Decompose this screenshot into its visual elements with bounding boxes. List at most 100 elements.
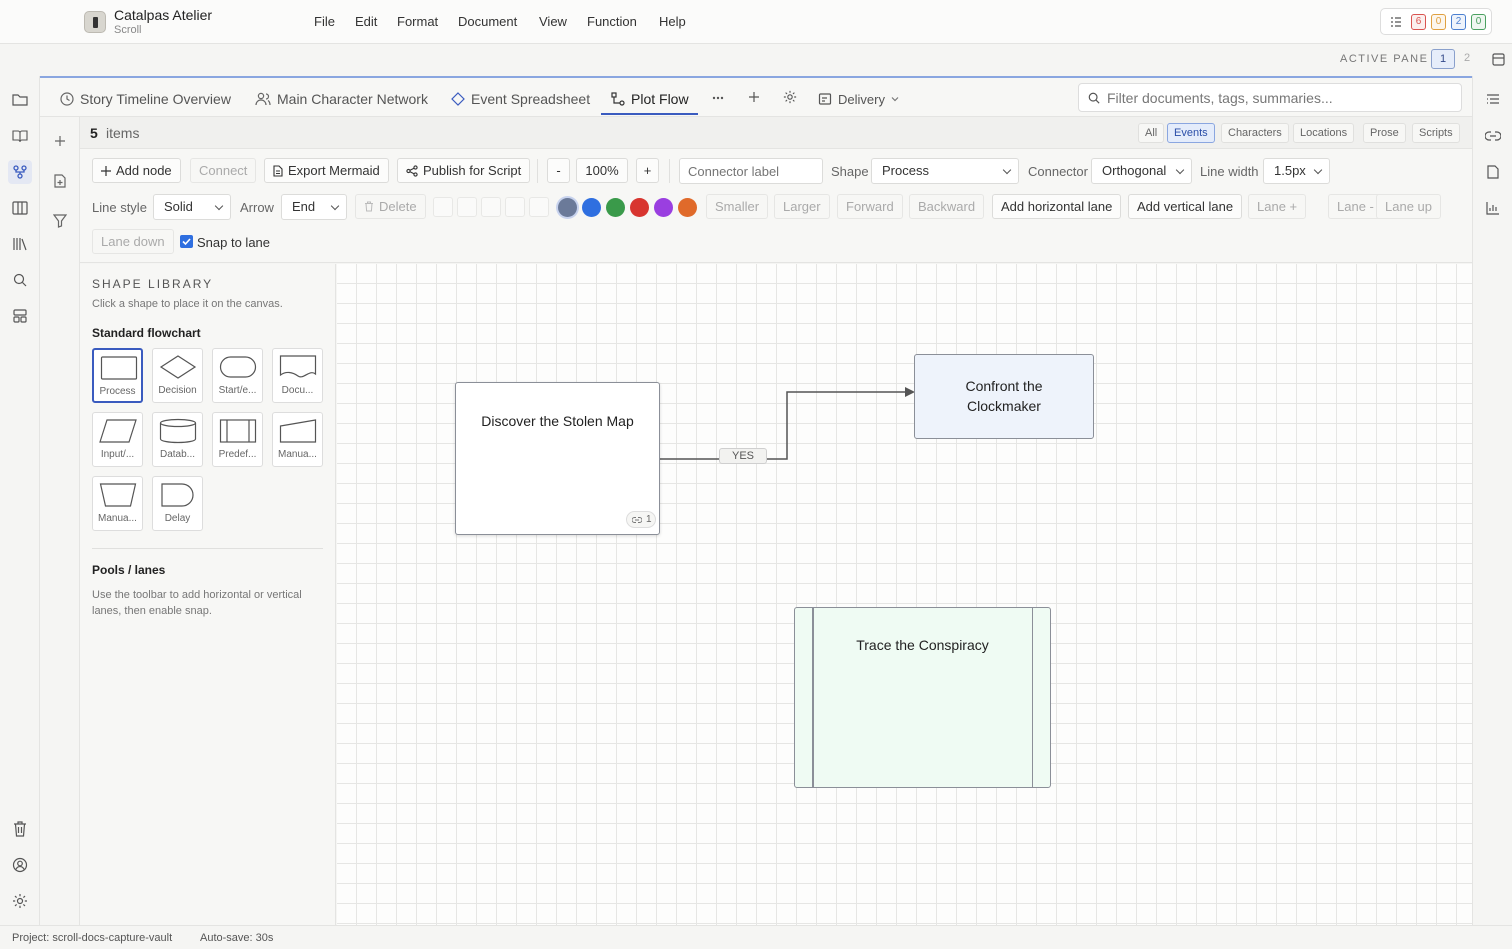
shape-input-output[interactable]: Input/... bbox=[92, 412, 143, 467]
delete-button[interactable]: Delete bbox=[355, 194, 426, 219]
search-icon[interactable] bbox=[8, 268, 32, 292]
lane-minus-button[interactable]: Lane - bbox=[1328, 194, 1383, 219]
lane-plus-button[interactable]: Lane + bbox=[1248, 194, 1307, 219]
more-tabs-icon[interactable] bbox=[712, 96, 724, 100]
menu-view[interactable]: View bbox=[539, 14, 567, 29]
menu-function[interactable]: Function bbox=[587, 14, 637, 29]
add-horizontal-lane-button[interactable]: Add horizontal lane bbox=[992, 194, 1122, 219]
shape-manual-operation[interactable]: Manua... bbox=[92, 476, 143, 531]
panel-layout-icon[interactable] bbox=[1492, 53, 1505, 66]
edge-label[interactable]: YES bbox=[719, 448, 767, 464]
shape-select[interactable]: Process bbox=[871, 158, 1019, 184]
menu-format[interactable]: Format bbox=[397, 14, 439, 29]
status-chip-errors[interactable]: 6 bbox=[1411, 14, 1426, 30]
tab-character-network[interactable]: Main Character Network bbox=[255, 87, 428, 111]
swatch-empty-4[interactable] bbox=[505, 197, 525, 217]
shape-decision[interactable]: Decision bbox=[152, 348, 203, 403]
shape-delay[interactable]: Delay bbox=[152, 476, 203, 531]
status-chips[interactable]: 6 0 2 0 bbox=[1380, 8, 1492, 35]
forward-button[interactable]: Forward bbox=[837, 194, 903, 219]
arrow-select[interactable]: End bbox=[281, 194, 347, 220]
filter-characters[interactable]: Characters bbox=[1221, 123, 1289, 143]
book-icon[interactable] bbox=[8, 124, 32, 148]
connector-select[interactable]: Orthogonal bbox=[1091, 158, 1192, 184]
tab-event-spreadsheet[interactable]: Event Spreadsheet bbox=[451, 87, 590, 111]
page-icon[interactable] bbox=[1481, 160, 1505, 184]
shape-process[interactable]: Process bbox=[92, 348, 143, 403]
menu-help[interactable]: Help bbox=[659, 14, 686, 29]
lane-down-button[interactable]: Lane down bbox=[92, 229, 174, 254]
pane-2-button[interactable]: 2 bbox=[1464, 52, 1471, 64]
delivery-dropdown[interactable]: Delivery bbox=[818, 87, 899, 111]
swatch-empty-3[interactable] bbox=[481, 197, 501, 217]
larger-button[interactable]: Larger bbox=[774, 194, 830, 219]
export-mermaid-button[interactable]: Export Mermaid bbox=[264, 158, 389, 183]
swatch-empty-1[interactable] bbox=[433, 197, 453, 217]
filter-events[interactable]: Events bbox=[1167, 123, 1215, 143]
link-icon[interactable] bbox=[1481, 124, 1505, 148]
status-chip-info[interactable]: 2 bbox=[1451, 14, 1466, 30]
color-swatch-orange[interactable] bbox=[678, 198, 697, 217]
gear-icon[interactable] bbox=[8, 889, 32, 913]
color-swatch-purple[interactable] bbox=[654, 198, 673, 217]
node-confront-clockmaker[interactable]: Confront the Clockmaker bbox=[914, 354, 1094, 439]
swatch-empty-2[interactable] bbox=[457, 197, 477, 217]
filter-prose[interactable]: Prose bbox=[1363, 123, 1406, 143]
stats-icon[interactable] bbox=[1481, 196, 1505, 220]
color-swatch-red[interactable] bbox=[630, 198, 649, 217]
shape-database[interactable]: Datab... bbox=[152, 412, 203, 467]
diagram-canvas[interactable]: YES Discover the Stolen Map 1 Confront t… bbox=[337, 264, 1472, 925]
add-node-button[interactable]: Add node bbox=[92, 158, 181, 183]
connector-edge[interactable] bbox=[337, 264, 1472, 925]
flowchart-icon[interactable] bbox=[8, 160, 32, 184]
filter-all[interactable]: All bbox=[1138, 123, 1165, 143]
pane-1-button[interactable]: 1 bbox=[1431, 49, 1455, 69]
line-style-select[interactable]: Solid bbox=[153, 194, 231, 220]
status-chip-ok[interactable]: 0 bbox=[1471, 14, 1486, 30]
new-document-icon[interactable] bbox=[48, 169, 72, 193]
link-count-badge[interactable]: 1 bbox=[626, 511, 656, 528]
node-discover-stolen-map[interactable]: Discover the Stolen Map 1 bbox=[455, 382, 660, 535]
menu-file[interactable]: File bbox=[314, 14, 335, 29]
outline-icon[interactable] bbox=[1481, 88, 1505, 112]
add-vertical-lane-button[interactable]: Add vertical lane bbox=[1128, 194, 1243, 219]
zoom-level[interactable]: 100% bbox=[576, 158, 628, 183]
swatch-empty-5[interactable] bbox=[529, 197, 549, 217]
trash-icon[interactable] bbox=[8, 817, 32, 841]
filter-search-box[interactable] bbox=[1078, 83, 1462, 112]
publish-script-button[interactable]: Publish for Script bbox=[397, 158, 531, 183]
color-swatch-slate[interactable] bbox=[558, 198, 577, 217]
folder-icon[interactable] bbox=[8, 88, 32, 112]
zoom-out-button[interactable]: - bbox=[547, 158, 570, 183]
tab-settings-icon[interactable] bbox=[783, 90, 797, 104]
color-swatch-blue[interactable] bbox=[582, 198, 601, 217]
menu-document[interactable]: Document bbox=[458, 14, 518, 29]
backward-button[interactable]: Backward bbox=[909, 194, 985, 219]
color-swatch-green[interactable] bbox=[606, 198, 625, 217]
filter-locations[interactable]: Locations bbox=[1293, 123, 1355, 143]
menu-edit[interactable]: Edit bbox=[355, 14, 378, 29]
lane-up-button[interactable]: Lane up bbox=[1376, 194, 1441, 219]
shape-manual-input[interactable]: Manua... bbox=[272, 412, 323, 467]
columns-icon[interactable] bbox=[8, 196, 32, 220]
tab-story-timeline[interactable]: Story Timeline Overview bbox=[60, 87, 231, 111]
shape-predefined[interactable]: Predef... bbox=[212, 412, 263, 467]
filter-scripts[interactable]: Scripts bbox=[1412, 123, 1460, 143]
plus-icon[interactable] bbox=[48, 129, 72, 153]
zoom-in-button[interactable]: + bbox=[636, 158, 659, 183]
shape-document[interactable]: Docu... bbox=[272, 348, 323, 403]
account-icon[interactable] bbox=[8, 853, 32, 877]
connector-label-input[interactable] bbox=[688, 163, 816, 179]
filter-icon[interactable] bbox=[48, 209, 72, 233]
line-width-select[interactable]: 1.5px bbox=[1263, 158, 1330, 184]
library-icon[interactable] bbox=[8, 232, 32, 256]
snap-checkbox[interactable] bbox=[180, 235, 193, 248]
tab-plot-flow[interactable]: Plot Flow bbox=[611, 87, 689, 111]
snap-label[interactable]: Snap to lane bbox=[197, 235, 271, 250]
new-tab-icon[interactable] bbox=[748, 91, 760, 103]
connect-button[interactable]: Connect bbox=[190, 158, 257, 183]
templates-icon[interactable] bbox=[8, 304, 32, 328]
filter-input[interactable] bbox=[1107, 88, 1457, 108]
smaller-button[interactable]: Smaller bbox=[706, 194, 769, 219]
status-chip-warnings[interactable]: 0 bbox=[1431, 14, 1446, 30]
